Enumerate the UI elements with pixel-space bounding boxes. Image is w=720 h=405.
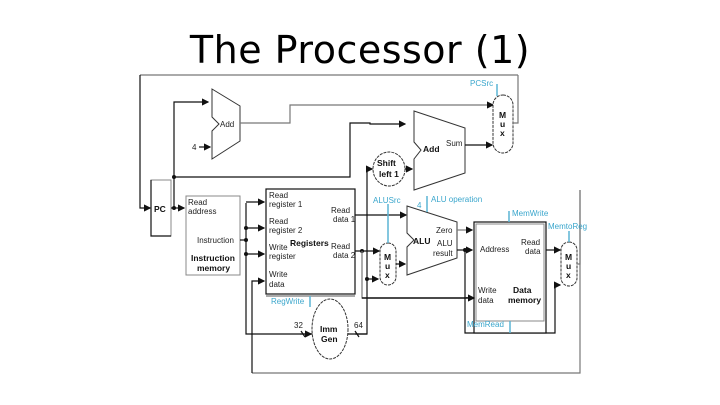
svg-text:Write: Write — [269, 270, 288, 279]
writeback-mux: M u x — [560, 241, 578, 287]
svg-text:left 1: left 1 — [379, 169, 399, 179]
pc-adder: Add 4 — [192, 88, 241, 160]
svg-text:Instruction: Instruction — [197, 236, 234, 245]
svg-text:data: data — [269, 280, 285, 289]
alu-op-width: 4 — [417, 201, 422, 210]
svg-text:register: register — [269, 252, 296, 261]
svg-text:u: u — [385, 261, 390, 271]
instruction-memory: Read address Instruction Instruction mem… — [185, 195, 241, 276]
branch-adder: Add Sum — [413, 110, 466, 191]
svg-text:data: data — [478, 296, 494, 305]
svg-text:data 2: data 2 — [333, 251, 356, 260]
regwrite-label: RegWrite — [271, 297, 305, 306]
imm-gen: Imm Gen — [311, 298, 349, 360]
svg-text:Read: Read — [521, 238, 540, 247]
pc-adder-label: Add — [220, 120, 234, 129]
svg-text:M: M — [565, 252, 572, 262]
svg-text:result: result — [433, 249, 453, 258]
memwrite-label: MemWrite — [512, 209, 549, 218]
svg-text:register 1: register 1 — [269, 200, 303, 209]
alu-mux: M u x — [379, 242, 397, 286]
shift-left-1: Shift left 1 — [372, 151, 406, 187]
svg-text:u: u — [566, 261, 571, 271]
svg-text:Read: Read — [269, 191, 288, 200]
memread-label: MemRead — [467, 320, 504, 329]
wire-alu-bypass — [464, 250, 562, 334]
svg-text:Data: Data — [513, 285, 532, 295]
alusrc-label: ALUSrc — [373, 196, 401, 205]
imm-out-width: 64 — [354, 321, 363, 330]
svg-text:ALU: ALU — [437, 239, 453, 248]
svg-text:Instruction: Instruction — [191, 253, 235, 263]
svg-text:x: x — [500, 128, 505, 138]
branch-adder-label: Add — [423, 144, 440, 154]
imm-in-width: 32 — [294, 321, 303, 330]
wire-pcadder-to-mux — [240, 101, 495, 124]
register-file: Read register 1 Read register 2 Write re… — [265, 188, 356, 295]
svg-text:memory: memory — [508, 295, 541, 305]
svg-text:memory: memory — [197, 263, 230, 273]
svg-text:Imm: Imm — [320, 324, 338, 334]
svg-text:Registers: Registers — [290, 238, 329, 248]
data-memory: Address Read data Write data Data memory — [473, 221, 547, 334]
alu: ALU Zero ALU result — [406, 205, 458, 276]
svg-text:Write: Write — [478, 286, 497, 295]
svg-text:M: M — [384, 252, 391, 262]
svg-text:Address: Address — [480, 245, 509, 254]
branch-adder-sum: Sum — [446, 139, 463, 148]
svg-text:Gen: Gen — [321, 334, 338, 344]
svg-text:data: data — [525, 247, 541, 256]
const-four: 4 — [192, 143, 197, 152]
pcsrc-label: PCSrc — [470, 79, 493, 88]
slide-title: The Processor (1) — [189, 28, 531, 72]
svg-text:Write: Write — [269, 243, 288, 252]
pc-label: PC — [154, 204, 166, 214]
pc-register: PC — [150, 179, 172, 237]
svg-text:Read: Read — [269, 217, 288, 226]
alu-operation-label: ALU operation — [431, 195, 482, 204]
wire-pcmux-to-pc — [139, 75, 152, 212]
svg-text:Read: Read — [331, 206, 350, 215]
wire-imm-to-shift — [366, 165, 374, 230]
svg-text:M: M — [499, 110, 506, 120]
wire-pc-to-adder — [173, 98, 210, 208]
svg-text:data 1: data 1 — [333, 215, 356, 224]
svg-text:x: x — [566, 270, 571, 280]
svg-text:x: x — [385, 270, 390, 280]
pc-mux: M u x — [492, 94, 514, 154]
svg-text:Read: Read — [331, 242, 350, 251]
wire-mux-to-frame — [513, 75, 519, 124]
svg-text:Zero: Zero — [436, 226, 453, 235]
svg-text:u: u — [500, 119, 505, 129]
svg-text:ALU: ALU — [413, 236, 430, 246]
svg-text:Shift: Shift — [377, 158, 396, 168]
memtoreg-label: MemtoReg — [548, 222, 587, 231]
wire-pc-to-branch-adder — [174, 120, 407, 178]
svg-text:Read: Read — [188, 198, 207, 207]
wire-writeback-to-regs — [251, 277, 266, 373]
svg-text:register 2: register 2 — [269, 226, 303, 235]
svg-text:address: address — [188, 207, 216, 216]
